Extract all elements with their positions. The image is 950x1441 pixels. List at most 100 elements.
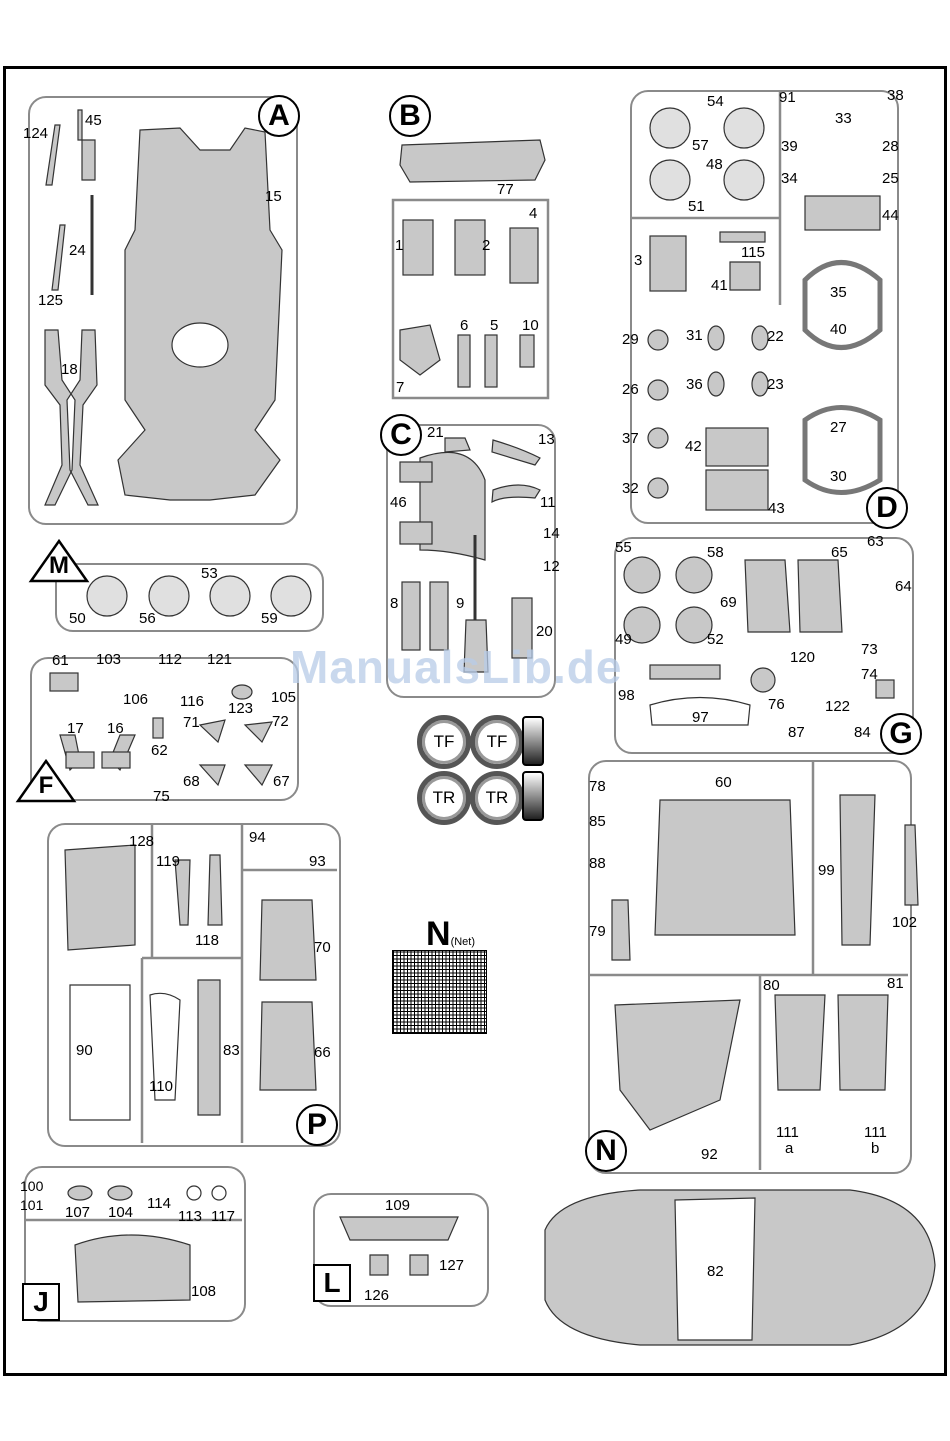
- part-label: 115: [741, 244, 765, 261]
- tire-label: TR: [432, 788, 456, 807]
- part-label: 94: [249, 829, 266, 846]
- part-label: 123: [228, 700, 254, 717]
- part-label: 71: [183, 714, 200, 731]
- part-label: 28: [882, 138, 899, 155]
- part-label: 80: [763, 977, 780, 994]
- watermark-text: ManualsLib.de: [290, 641, 623, 693]
- part-label: 14: [543, 525, 560, 542]
- part-label: 92: [701, 1146, 718, 1163]
- part-66: [259, 1001, 317, 1091]
- part-68: [198, 764, 226, 787]
- sprue-B-badge: B: [389, 95, 431, 137]
- part-label: 52: [707, 631, 724, 648]
- part-label: 10: [522, 317, 539, 334]
- chassis-floor-part: [117, 127, 283, 501]
- sprue-M-letter: M: [49, 552, 69, 579]
- part-label: 23: [767, 376, 784, 393]
- part-label: 42: [685, 438, 702, 455]
- part-label: 63: [867, 533, 884, 550]
- part-label: 77: [497, 181, 514, 198]
- part-label: 65: [831, 544, 848, 561]
- part-label: 100: [20, 1178, 44, 1194]
- part-label: 44: [882, 207, 899, 224]
- part-11: [491, 484, 541, 504]
- part-label: 76: [768, 696, 785, 713]
- part-20: [463, 619, 489, 673]
- part-label: 97: [692, 709, 709, 726]
- part-label: 9: [456, 595, 465, 612]
- part-label: 2: [482, 237, 491, 254]
- sprue-J-badge: J: [22, 1283, 60, 1321]
- part-45: [77, 109, 96, 181]
- part-97: [649, 696, 751, 726]
- part-124: [45, 124, 61, 186]
- part-label: 67: [273, 773, 290, 790]
- part-label: 4: [529, 205, 538, 222]
- part-label: 39: [781, 138, 798, 155]
- part-label: 122: [825, 698, 851, 715]
- part-label: 120: [790, 649, 816, 666]
- body-part-label: 82: [707, 1263, 724, 1280]
- part-label: 61: [52, 652, 69, 669]
- part-label: 33: [835, 110, 852, 127]
- part-label: 62: [151, 742, 168, 759]
- part-label: 128: [129, 833, 155, 850]
- part-label: 16: [107, 720, 124, 737]
- part-label: 127: [439, 1257, 465, 1274]
- part-label: 107: [65, 1204, 91, 1221]
- part-label: 110: [149, 1078, 173, 1095]
- sprue-N-badge: N: [585, 1130, 627, 1172]
- part-label: 6: [460, 317, 469, 334]
- part-label: 21: [427, 424, 444, 441]
- part-label: 1: [395, 237, 404, 254]
- part-label: 126: [364, 1287, 390, 1304]
- part-label: 98: [618, 687, 635, 704]
- part-label: 69: [720, 594, 737, 611]
- part-label: 31: [686, 327, 703, 344]
- part-label: 11: [540, 494, 556, 511]
- part-label: 48: [706, 156, 723, 173]
- part-label: 74: [861, 666, 878, 683]
- sprue-G-badge: G: [880, 713, 922, 755]
- part-127: [409, 1254, 429, 1276]
- part-label: 24: [69, 242, 86, 259]
- part-label: 79: [589, 923, 606, 940]
- part-label: 117: [211, 1208, 235, 1225]
- sprue-C-badge: C: [380, 414, 422, 456]
- tire-tread-rear-swatch: [522, 771, 544, 821]
- part-21: [444, 437, 471, 453]
- part-label: 70: [314, 939, 331, 956]
- part-label: 51: [688, 198, 705, 215]
- net-label: N(Net): [426, 915, 475, 954]
- part-label: 34: [781, 170, 798, 187]
- part-102: [904, 824, 919, 906]
- part-label: 15: [265, 188, 282, 205]
- part-label: 13: [538, 431, 555, 448]
- part-label: 116: [180, 693, 204, 710]
- part-label: 81: [887, 975, 904, 992]
- part-27-30: [802, 405, 883, 495]
- part-label: 111: [864, 1124, 887, 1141]
- tire-label: TF: [486, 732, 508, 751]
- tire-label: TF: [433, 732, 455, 751]
- part-label: 66: [314, 1044, 331, 1061]
- part-label: 3: [634, 252, 643, 269]
- part-label: 20: [536, 623, 553, 640]
- part-label: 55: [615, 539, 632, 556]
- part-label: 8: [390, 595, 399, 612]
- part-label: 43: [768, 500, 785, 517]
- part-119: [174, 859, 191, 926]
- part-77: [399, 139, 546, 183]
- part-label: 118: [195, 932, 219, 949]
- part-label: 106: [123, 691, 149, 708]
- part-label: 84: [854, 724, 871, 741]
- sprue-F-badge: F: [15, 758, 77, 804]
- part-label: 68: [183, 773, 200, 790]
- wheel-48: [723, 159, 765, 201]
- part-label: 5: [490, 317, 499, 334]
- net-letter: N: [426, 915, 451, 953]
- part-7: [399, 324, 441, 376]
- part-label: 40: [830, 321, 847, 338]
- part-label: 91: [779, 89, 796, 106]
